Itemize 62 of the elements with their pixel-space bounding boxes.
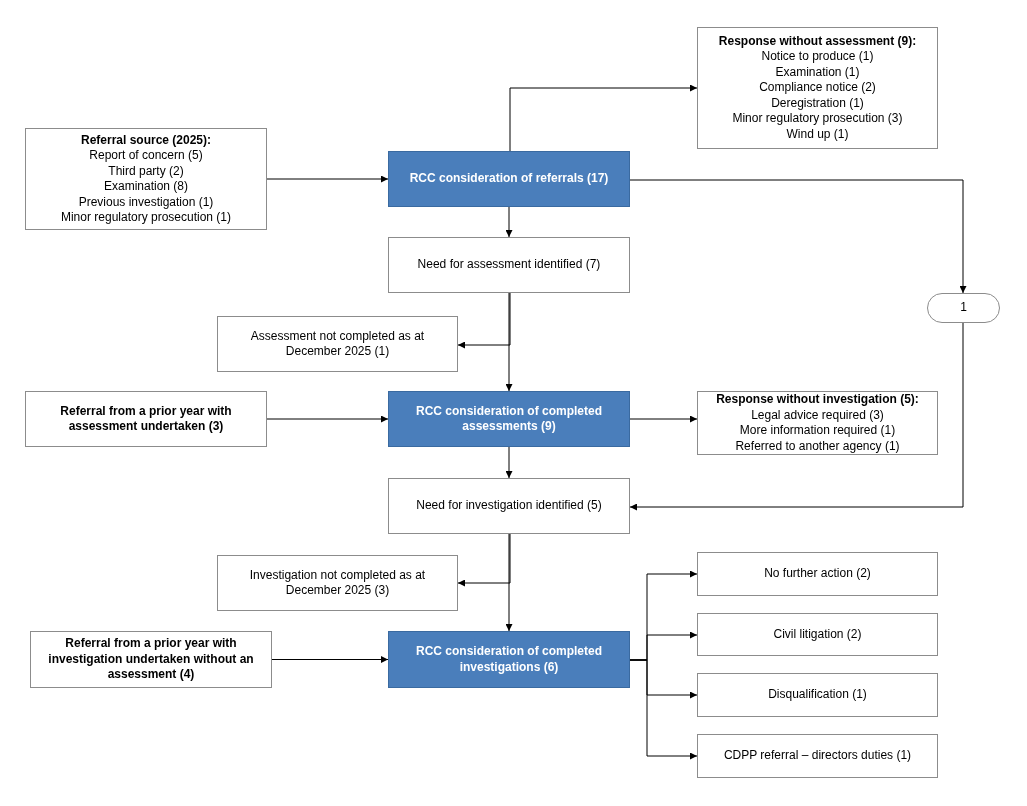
box-label: Need for investigation identified (5) <box>416 498 602 514</box>
box-label: Assessment not completed as at December 2025 (1) <box>249 328 426 360</box>
box-label: Disqualification (1) <box>768 687 867 703</box>
process-box <box>388 391 630 447</box>
process-box <box>697 673 938 717</box>
box-label: CDPP referral – directors duties (1) <box>723 748 912 764</box>
process-box <box>217 316 458 372</box>
arrow <box>266 415 389 423</box>
connector-terminator <box>927 293 1000 323</box>
process-box <box>388 237 630 293</box>
arrow <box>457 292 511 349</box>
list-item: More information required (1) <box>739 423 896 439</box>
list-item: Wind up (1) <box>786 126 849 143</box>
list-heading: Response without investigation (5): <box>716 392 919 408</box>
list-item: Compliance notice (2) <box>759 80 876 96</box>
arrow <box>629 659 698 760</box>
box-label: No further action (2) <box>764 566 871 582</box>
process-box <box>388 478 630 534</box>
list-box <box>697 391 938 455</box>
list-item: Minor regulatory prosecution (3) <box>732 111 903 127</box>
list-box <box>25 128 267 230</box>
list-item: Minor regulatory prosecution (1) <box>60 210 232 226</box>
list-item: Previous investigation (1) <box>78 194 214 210</box>
arrow <box>629 179 967 294</box>
process-box <box>388 151 630 207</box>
box-label: Referral from a prior year with investigation undertaken without an assessment (4) <box>47 636 255 683</box>
arrow <box>505 292 513 392</box>
arrow <box>505 206 513 238</box>
box-label: Investigation not completed as at December 2025 (3) <box>248 567 427 599</box>
arrow <box>457 533 511 587</box>
list-item: Notice to produce (1) <box>761 49 874 65</box>
list-item: Referred to another agency (1) <box>735 438 900 454</box>
process-box <box>217 555 458 611</box>
list-item: Legal advice required (3) <box>751 407 884 423</box>
list-heading: Referral source (2025): <box>80 132 212 148</box>
process-box <box>697 552 938 596</box>
process-box <box>388 631 630 688</box>
arrow <box>505 533 513 632</box>
box-label: RCC consideration of completed investigations (6) <box>415 644 603 675</box>
process-box <box>697 613 938 656</box>
arrow <box>266 175 389 183</box>
arrow <box>271 656 389 663</box>
arrow <box>505 446 513 479</box>
list-item: Deregistration (1) <box>771 95 864 112</box>
box-label: Referral from a prior year with assessment undertaken (3) <box>59 403 233 435</box>
input-box <box>30 631 272 688</box>
list-item: Third party (2) <box>108 163 184 179</box>
list-item: Examination (1) <box>775 64 860 81</box>
process-box <box>697 734 938 778</box>
list-item: Report of concern (5) <box>89 148 203 164</box>
list-box <box>697 27 938 149</box>
input-box <box>25 391 267 447</box>
box-label: RCC consideration of completed assessments (9) <box>415 403 603 435</box>
box-label: Need for assessment identified (7) <box>417 257 601 273</box>
box-label: RCC consideration of referrals (17) <box>409 171 609 187</box>
list-heading: Response without assessment (9): <box>718 33 917 50</box>
box-label: Civil litigation (2) <box>773 626 862 643</box>
list-item: Examination (8) <box>103 179 188 195</box>
arrow <box>509 84 698 152</box>
box-label: 1 <box>960 300 967 316</box>
arrow <box>629 415 698 423</box>
arrow <box>629 322 964 511</box>
